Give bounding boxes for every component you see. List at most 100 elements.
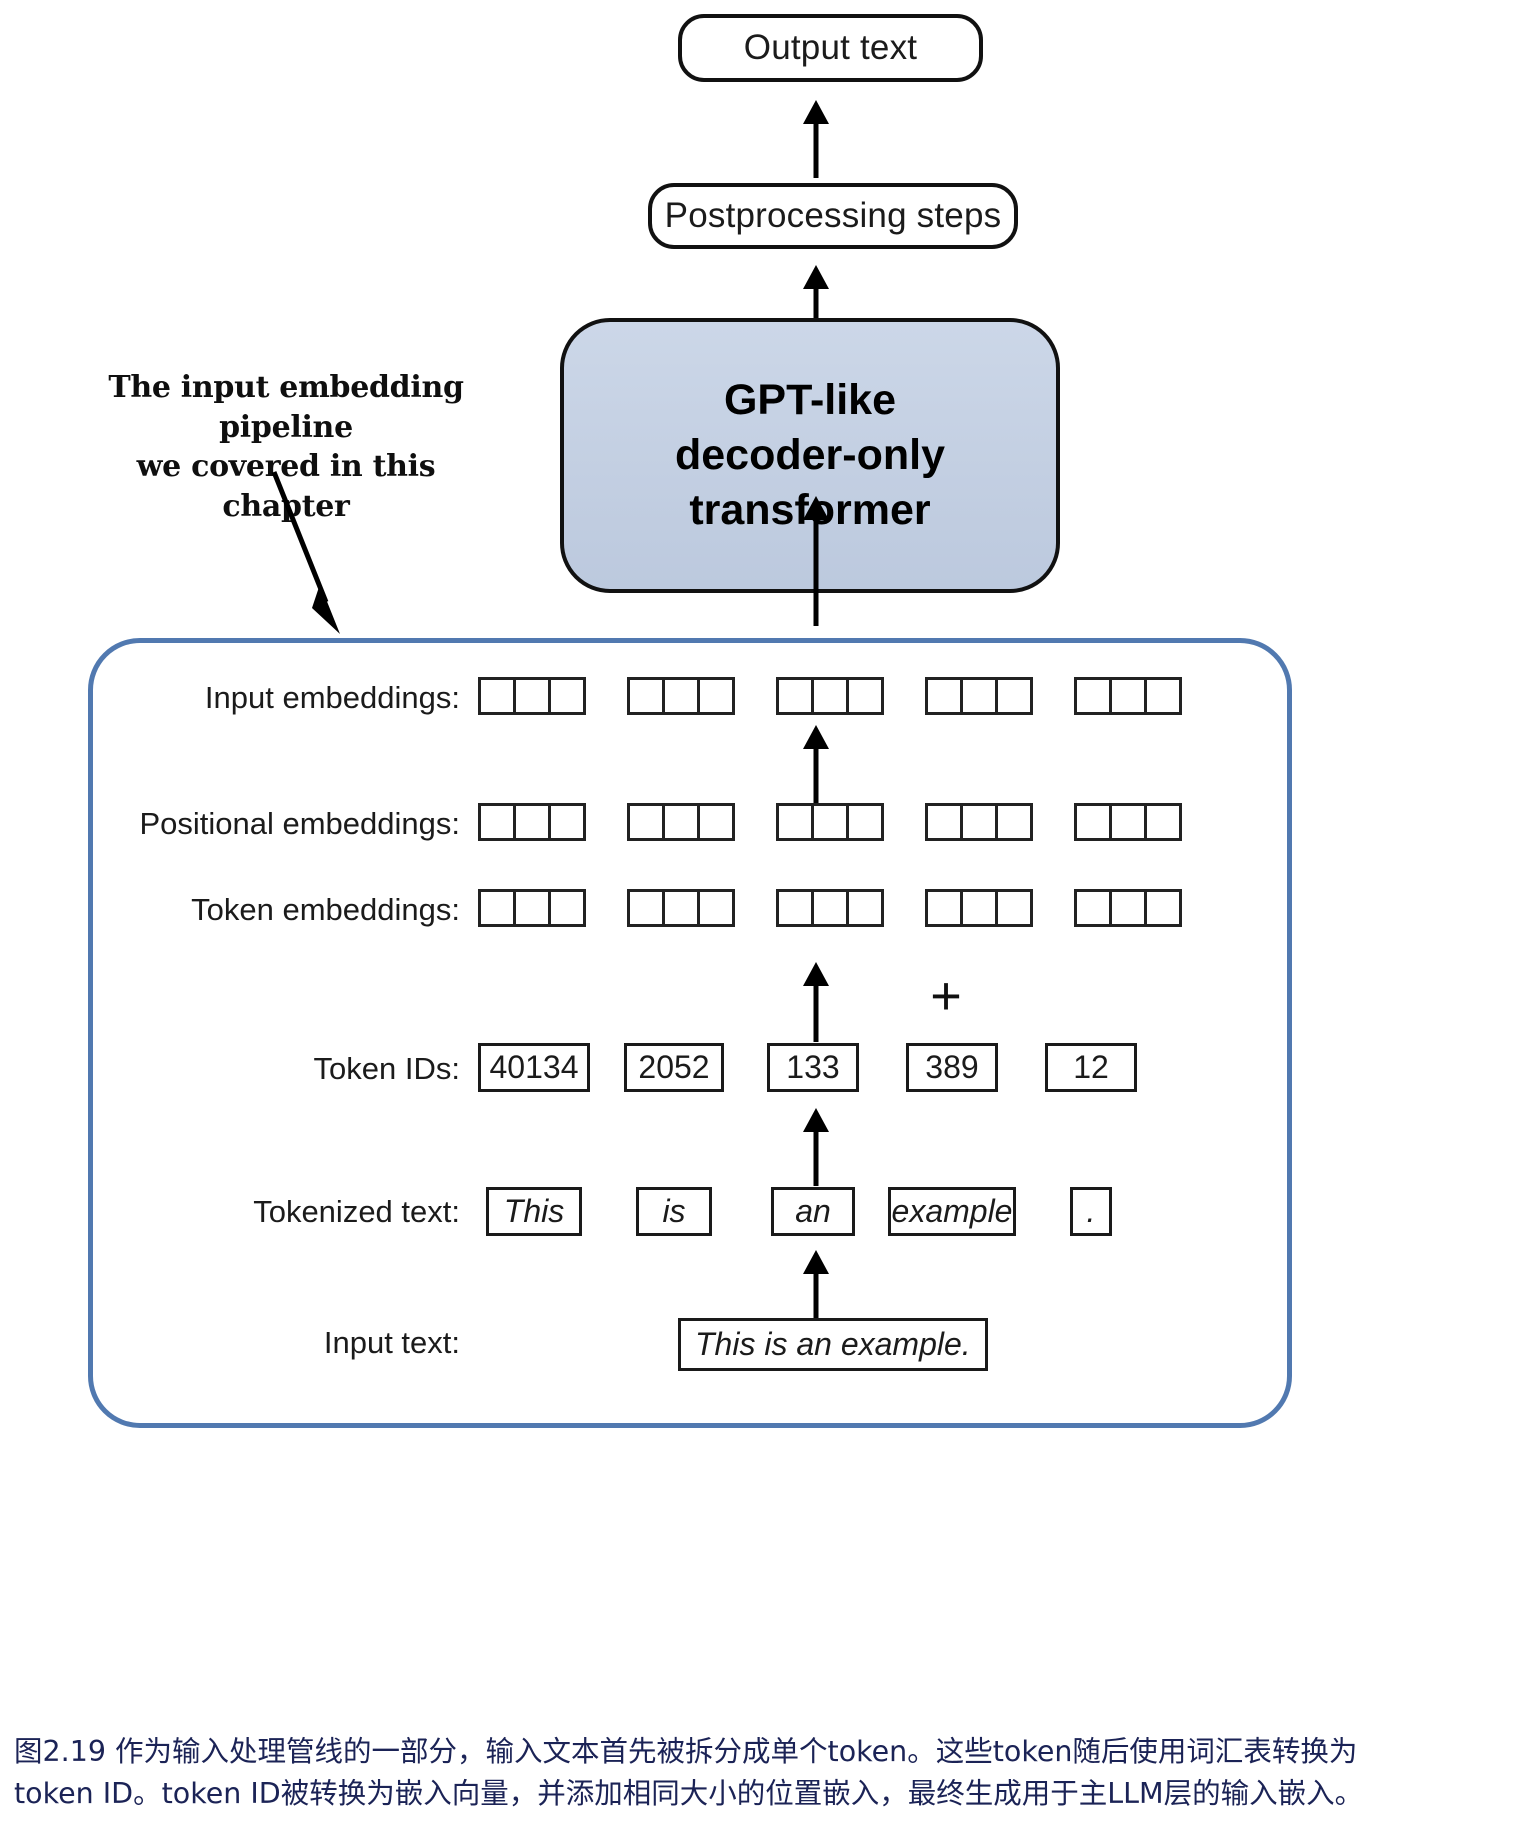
- tokenized-text-label: Tokenized text:: [253, 1194, 460, 1229]
- figure-caption: 图2.19 作为输入处理管线的一部分，输入文本首先被拆分成单个token。这些t…: [14, 1731, 1504, 1814]
- embedding-cell: [513, 677, 551, 715]
- embedding-group: [925, 889, 1033, 927]
- callout-arrow: [268, 466, 358, 636]
- embedding-group: [776, 889, 884, 927]
- arrow-tokens-to-tokenids: [803, 1108, 829, 1186]
- embedding-cell: [1109, 889, 1147, 927]
- embedding-cell: [811, 803, 849, 841]
- arrow-transformer-to-postprocessing: [803, 265, 829, 321]
- embedding-cell: [846, 889, 884, 927]
- positional-embeddings-row: [478, 803, 1182, 841]
- token-id-box: 133: [767, 1043, 859, 1092]
- embedding-group: [478, 677, 586, 715]
- gpt-transformer-box: GPT-like decoder-only transformer: [560, 318, 1060, 593]
- embedding-cell: [627, 677, 665, 715]
- embedding-cell: [1109, 803, 1147, 841]
- embedding-cell: [995, 677, 1033, 715]
- embedding-group: [478, 889, 586, 927]
- embedding-group: [627, 803, 735, 841]
- arrow-tokenids-to-token-embeddings: [803, 962, 829, 1042]
- arrow-inputtext-to-tokens: [803, 1250, 829, 1330]
- callout-line2: we covered in this chapter: [136, 449, 436, 524]
- token-ids-label: Token IDs:: [313, 1051, 460, 1086]
- caption-line2: token ID。token ID被转换为嵌入向量，并添加相同大小的位置嵌入，最…: [14, 1776, 1364, 1810]
- plus-operator-icon: +: [930, 966, 962, 1026]
- embedding-cell: [1144, 677, 1182, 715]
- embedding-group: [1074, 889, 1182, 927]
- embedding-group: [1074, 677, 1182, 715]
- embedding-cell: [548, 677, 586, 715]
- input-embedding-pipeline-container: [88, 638, 1292, 1428]
- embedding-cell: [960, 677, 998, 715]
- transformer-label-line2: decoder-only: [675, 430, 945, 479]
- embedding-group: [925, 677, 1033, 715]
- postprocessing-steps-box: Postprocessing steps: [648, 183, 1018, 249]
- input-text-row: This is an example.: [678, 1318, 988, 1371]
- embedding-cell: [478, 677, 516, 715]
- embedding-cell: [995, 889, 1033, 927]
- input-embeddings-label: Input embeddings:: [204, 680, 460, 715]
- embedding-cell: [548, 803, 586, 841]
- token-box: This: [486, 1187, 582, 1236]
- embedding-group: [478, 803, 586, 841]
- positional-embeddings-label: Positional embeddings:: [139, 806, 460, 841]
- arrow-shaft: [813, 516, 819, 626]
- output-text-box: Output text: [678, 14, 983, 82]
- embedding-cell: [846, 803, 884, 841]
- output-text-label: Output text: [743, 28, 918, 67]
- embedding-group: [925, 803, 1033, 841]
- token-id-box: 389: [906, 1043, 998, 1092]
- caption-line1: 图2.19 作为输入处理管线的一部分，输入文本首先被拆分成单个token。这些t…: [14, 1735, 1358, 1768]
- arrow-shaft: [813, 745, 819, 813]
- embedding-group: [627, 677, 735, 715]
- token-id-box: 12: [1045, 1043, 1137, 1092]
- token-id-box: 2052: [624, 1043, 724, 1092]
- embedding-cell: [776, 677, 814, 715]
- embedding-cell: [627, 803, 665, 841]
- embedding-cell: [960, 803, 998, 841]
- embedding-cell: [846, 677, 884, 715]
- embedding-cell: [548, 889, 586, 927]
- arrow-shaft: [813, 982, 819, 1042]
- embedding-cell: [1144, 803, 1182, 841]
- embedding-cell: [662, 677, 700, 715]
- embedding-cell: [811, 677, 849, 715]
- embedding-cell: [811, 889, 849, 927]
- token-embeddings-label: Token embeddings:: [191, 892, 460, 927]
- embedding-group: [627, 889, 735, 927]
- embedding-cell: [1144, 889, 1182, 927]
- arrow-postprocessing-to-output: [803, 100, 829, 178]
- token-box: .: [1070, 1187, 1112, 1236]
- embedding-cell: [513, 889, 551, 927]
- token-id-box: 40134: [478, 1043, 590, 1092]
- arrow-shaft: [813, 285, 819, 321]
- embedding-cell: [1074, 803, 1112, 841]
- embedding-cell: [925, 889, 963, 927]
- embedding-cell: [478, 889, 516, 927]
- embedding-cell: [925, 677, 963, 715]
- input-embeddings-row: [478, 677, 1182, 715]
- embedding-cell: [776, 889, 814, 927]
- postprocessing-steps-label: Postprocessing steps: [664, 196, 1002, 235]
- embedding-cell: [1109, 677, 1147, 715]
- token-box: is: [636, 1187, 712, 1236]
- input-text-label: Input text:: [323, 1325, 460, 1360]
- arrow-embeddings-to-transformer: [803, 496, 829, 626]
- embedding-cell: [960, 889, 998, 927]
- token-box: example: [888, 1187, 1016, 1236]
- arrow-shaft: [813, 1270, 819, 1330]
- embedding-cell: [697, 677, 735, 715]
- embedding-cell: [662, 889, 700, 927]
- transformer-label-line1: GPT-like: [723, 375, 897, 424]
- embedding-group: [776, 803, 884, 841]
- token-box: an: [771, 1187, 855, 1236]
- embedding-cell: [662, 803, 700, 841]
- embedding-cell: [1074, 677, 1112, 715]
- arrow-shaft: [813, 1128, 819, 1186]
- embedding-cell: [776, 803, 814, 841]
- token-embeddings-row: [478, 889, 1182, 927]
- input-text-value-box: This is an example.: [678, 1318, 988, 1371]
- embedding-cell: [627, 889, 665, 927]
- callout-line1: The input embedding pipeline: [108, 370, 464, 445]
- embedding-cell: [478, 803, 516, 841]
